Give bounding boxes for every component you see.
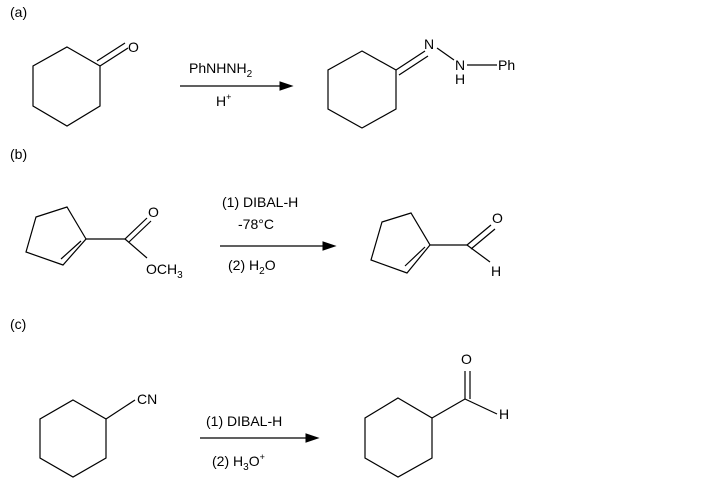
reagent-dibal-c: (1) DIBAL-H [206,413,282,429]
label-c: (c) [10,316,26,332]
cho-oxygen: O [461,351,472,367]
imine-bond-double [398,55,429,76]
aldehyde-oxygen: O [492,210,503,226]
ring-to-cho-bond [431,398,466,419]
hydrazone-product: N N H Ph [327,36,515,129]
aldehyde-hydrogen: H [491,263,501,279]
ester-carbonyl-oxygen: O [148,204,159,220]
aldehyde-h-bond [466,244,491,263]
product-cyclopentene-ring [370,212,431,274]
product-ring [327,50,397,129]
reagent-dibal-b: (1) DIBAL-H [222,194,298,210]
cyclohexane-ring [32,46,101,127]
ester-carbonyl-double [128,220,152,243]
reagent-phenylhydrazine: PhNHNH2 [189,60,253,80]
reaction-arrow-a [180,81,294,91]
reaction-arrow-c [200,433,320,443]
amine-hydrogen: H [455,71,465,87]
product-ring-double-inner [404,246,426,267]
cho-h-bond [464,398,498,415]
reagent-water: (2) H2O [228,257,276,277]
product-cyclohexane-ring-c [364,397,433,478]
cyclopentene-ring [25,206,87,266]
cyclohexanecarbaldehyde-product: O H [364,351,509,478]
carbonyl-bond [99,47,129,67]
aldehyde-carbonyl-double [470,228,496,250]
amine-nitrogen: N [455,57,465,73]
methoxy-group: OCH3 [146,261,183,281]
cyclohexanecarbonitrile-molecule: CN [39,391,157,478]
aldehyde-carbonyl-bond [466,224,492,246]
nitrile-group: CN [137,391,157,407]
imine-bond [395,50,426,71]
ester-carbonyl-bond [124,217,148,240]
label-b: (b) [10,146,27,162]
ester-oxygen-bond [124,238,148,259]
phenyl-label: Ph [498,57,515,73]
reagent-acid: H+ [216,92,231,109]
cyclohexane-ring-c [39,399,107,478]
reagent-hydronium: (2) H3O+ [212,452,265,473]
imine-nitrogen: N [424,36,434,52]
cyclohexanone-molecule: O [32,39,139,127]
cyclopentene-ester-molecule: O OCH3 [25,204,183,281]
label-a: (a) [10,4,27,20]
cyclopentene-aldehyde-product: O H [370,210,503,279]
ring-double-bond-inner [60,240,82,260]
nitrile-bond [105,399,136,420]
carbonyl-oxygen: O [128,39,139,55]
carbonyl-bond-double [96,42,126,62]
reaction-arrow-b [220,241,337,251]
cho-hydrogen: H [499,406,509,422]
reagent-temperature: -78°C [238,216,274,232]
n-n-bond [436,47,455,61]
